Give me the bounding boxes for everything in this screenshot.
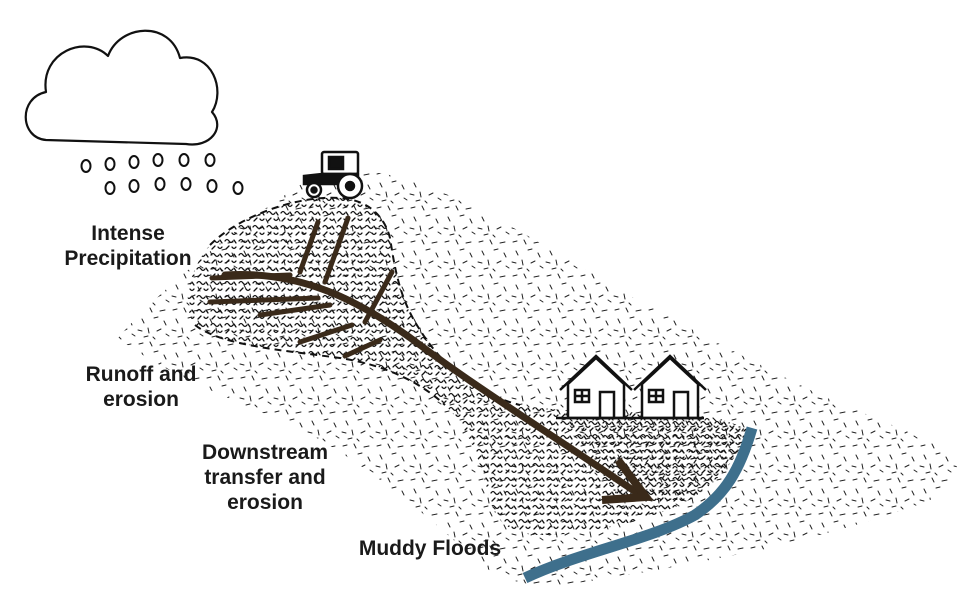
- label-muddy-floods: Muddy Floods: [358, 537, 502, 560]
- label-downstream-transfer: Downstream transfer and erosion: [180, 440, 350, 515]
- runoff-flow-arrow: [221, 270, 644, 499]
- arrow-head: [601, 457, 654, 504]
- label-intense-precipitation: Intense Precipitation: [58, 221, 198, 271]
- field-boundary: [194, 196, 521, 406]
- label-line: transfer and: [204, 466, 326, 489]
- label-line: Downstream: [201, 441, 329, 464]
- cloud-icon: [24, 29, 219, 146]
- house-icon: [556, 354, 707, 420]
- label-runoff-and-erosion: Runoff and erosion: [66, 362, 216, 412]
- label-line: Precipitation: [64, 247, 192, 270]
- label-line: erosion: [227, 491, 303, 514]
- raindrop-icon: [80, 153, 244, 195]
- tractor-icon: [302, 150, 364, 200]
- label-line: Intense: [91, 222, 165, 245]
- village-area: [560, 412, 748, 500]
- label-line: Runoff and: [85, 363, 197, 386]
- label-line: erosion: [103, 388, 179, 411]
- river: [522, 426, 758, 583]
